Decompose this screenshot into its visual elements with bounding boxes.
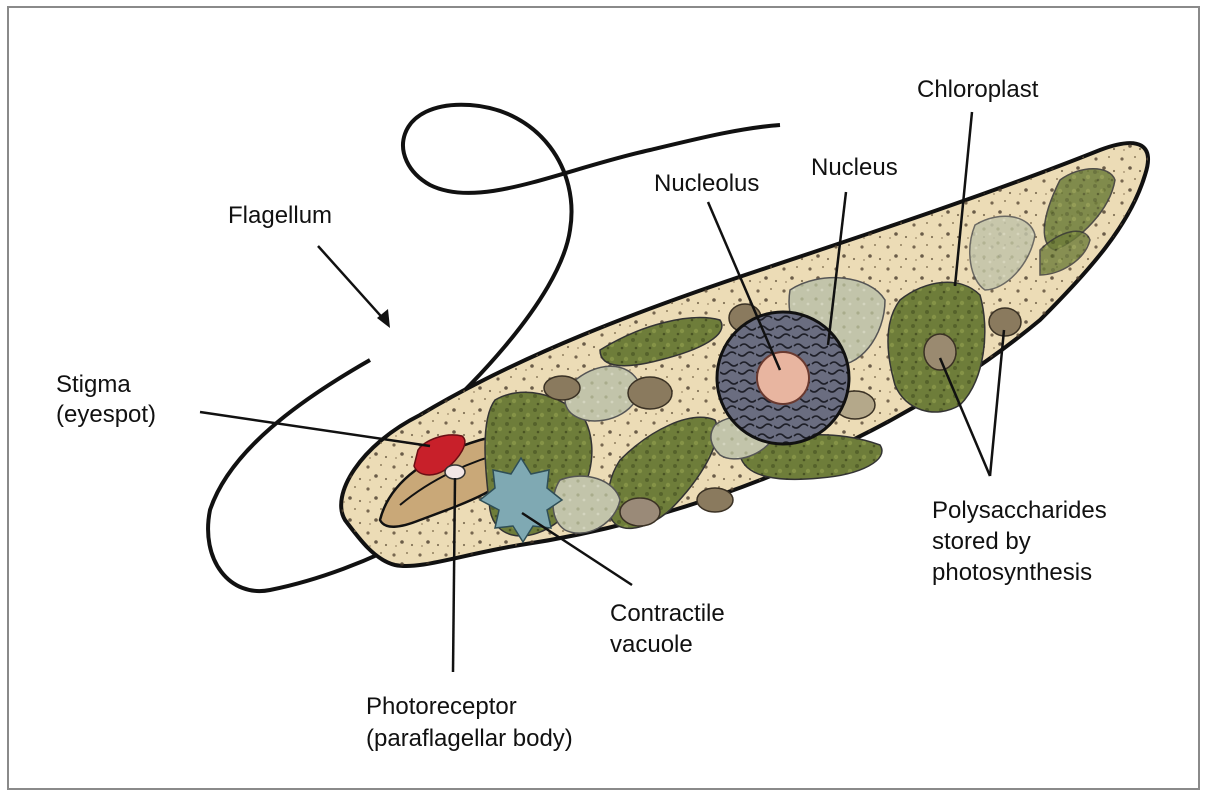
- label-contractile: Contractile: [610, 600, 725, 627]
- paramylon-granule: [543, 375, 581, 401]
- polysaccharides-leader-a: [938, 357, 992, 477]
- paramylon-granule: [696, 487, 734, 513]
- leader-lines: [199, 111, 1006, 673]
- stigma-leader: [199, 410, 431, 448]
- label-photoreceptor: Photoreceptor: [366, 693, 517, 720]
- label-photoreceptor-2: (paraflagellar body): [366, 725, 573, 752]
- nucleolus: [756, 351, 810, 405]
- paramylon-granule: [627, 376, 673, 410]
- label-stigma-sub: (eyespot): [56, 401, 156, 428]
- label-polysaccharides-2: stored by: [932, 528, 1031, 555]
- pale-plastid: [552, 475, 621, 534]
- chloroplast: [1039, 230, 1091, 276]
- polysaccharides-leader-b: [988, 329, 1006, 477]
- paramylon-granule: [923, 333, 957, 371]
- label-contractile-2: vacuole: [610, 631, 693, 658]
- chloroplast-leader: [953, 111, 974, 287]
- label-polysaccharides-3: photosynthesis: [932, 559, 1092, 586]
- label-polysaccharides: Polysaccharides: [932, 497, 1107, 524]
- photoreceptor-leader: [451, 477, 457, 673]
- label-chloroplast: Chloroplast: [917, 76, 1039, 103]
- photoreceptor: [444, 464, 466, 480]
- label-flagellum: Flagellum: [228, 202, 332, 229]
- label-nucleus: Nucleus: [811, 154, 898, 181]
- pale-plastid: [969, 215, 1036, 291]
- contractile-vacuole: [478, 456, 564, 544]
- label-stigma: Stigma: [56, 371, 131, 398]
- contractile-leader: [521, 511, 633, 587]
- paramylon-granule: [988, 307, 1022, 337]
- flagellum-root: [206, 358, 409, 594]
- nucleus-leader: [826, 191, 848, 346]
- pale-plastid: [564, 365, 641, 422]
- chloroplast: [599, 316, 723, 367]
- nucleolus-leader: [706, 201, 782, 371]
- chloroplast: [1043, 168, 1116, 251]
- flagellum-arrowhead: [377, 309, 390, 328]
- paramylon-granule: [619, 497, 661, 527]
- flagellum-leader: [317, 245, 389, 325]
- label-nucleolus: Nucleolus: [654, 170, 759, 197]
